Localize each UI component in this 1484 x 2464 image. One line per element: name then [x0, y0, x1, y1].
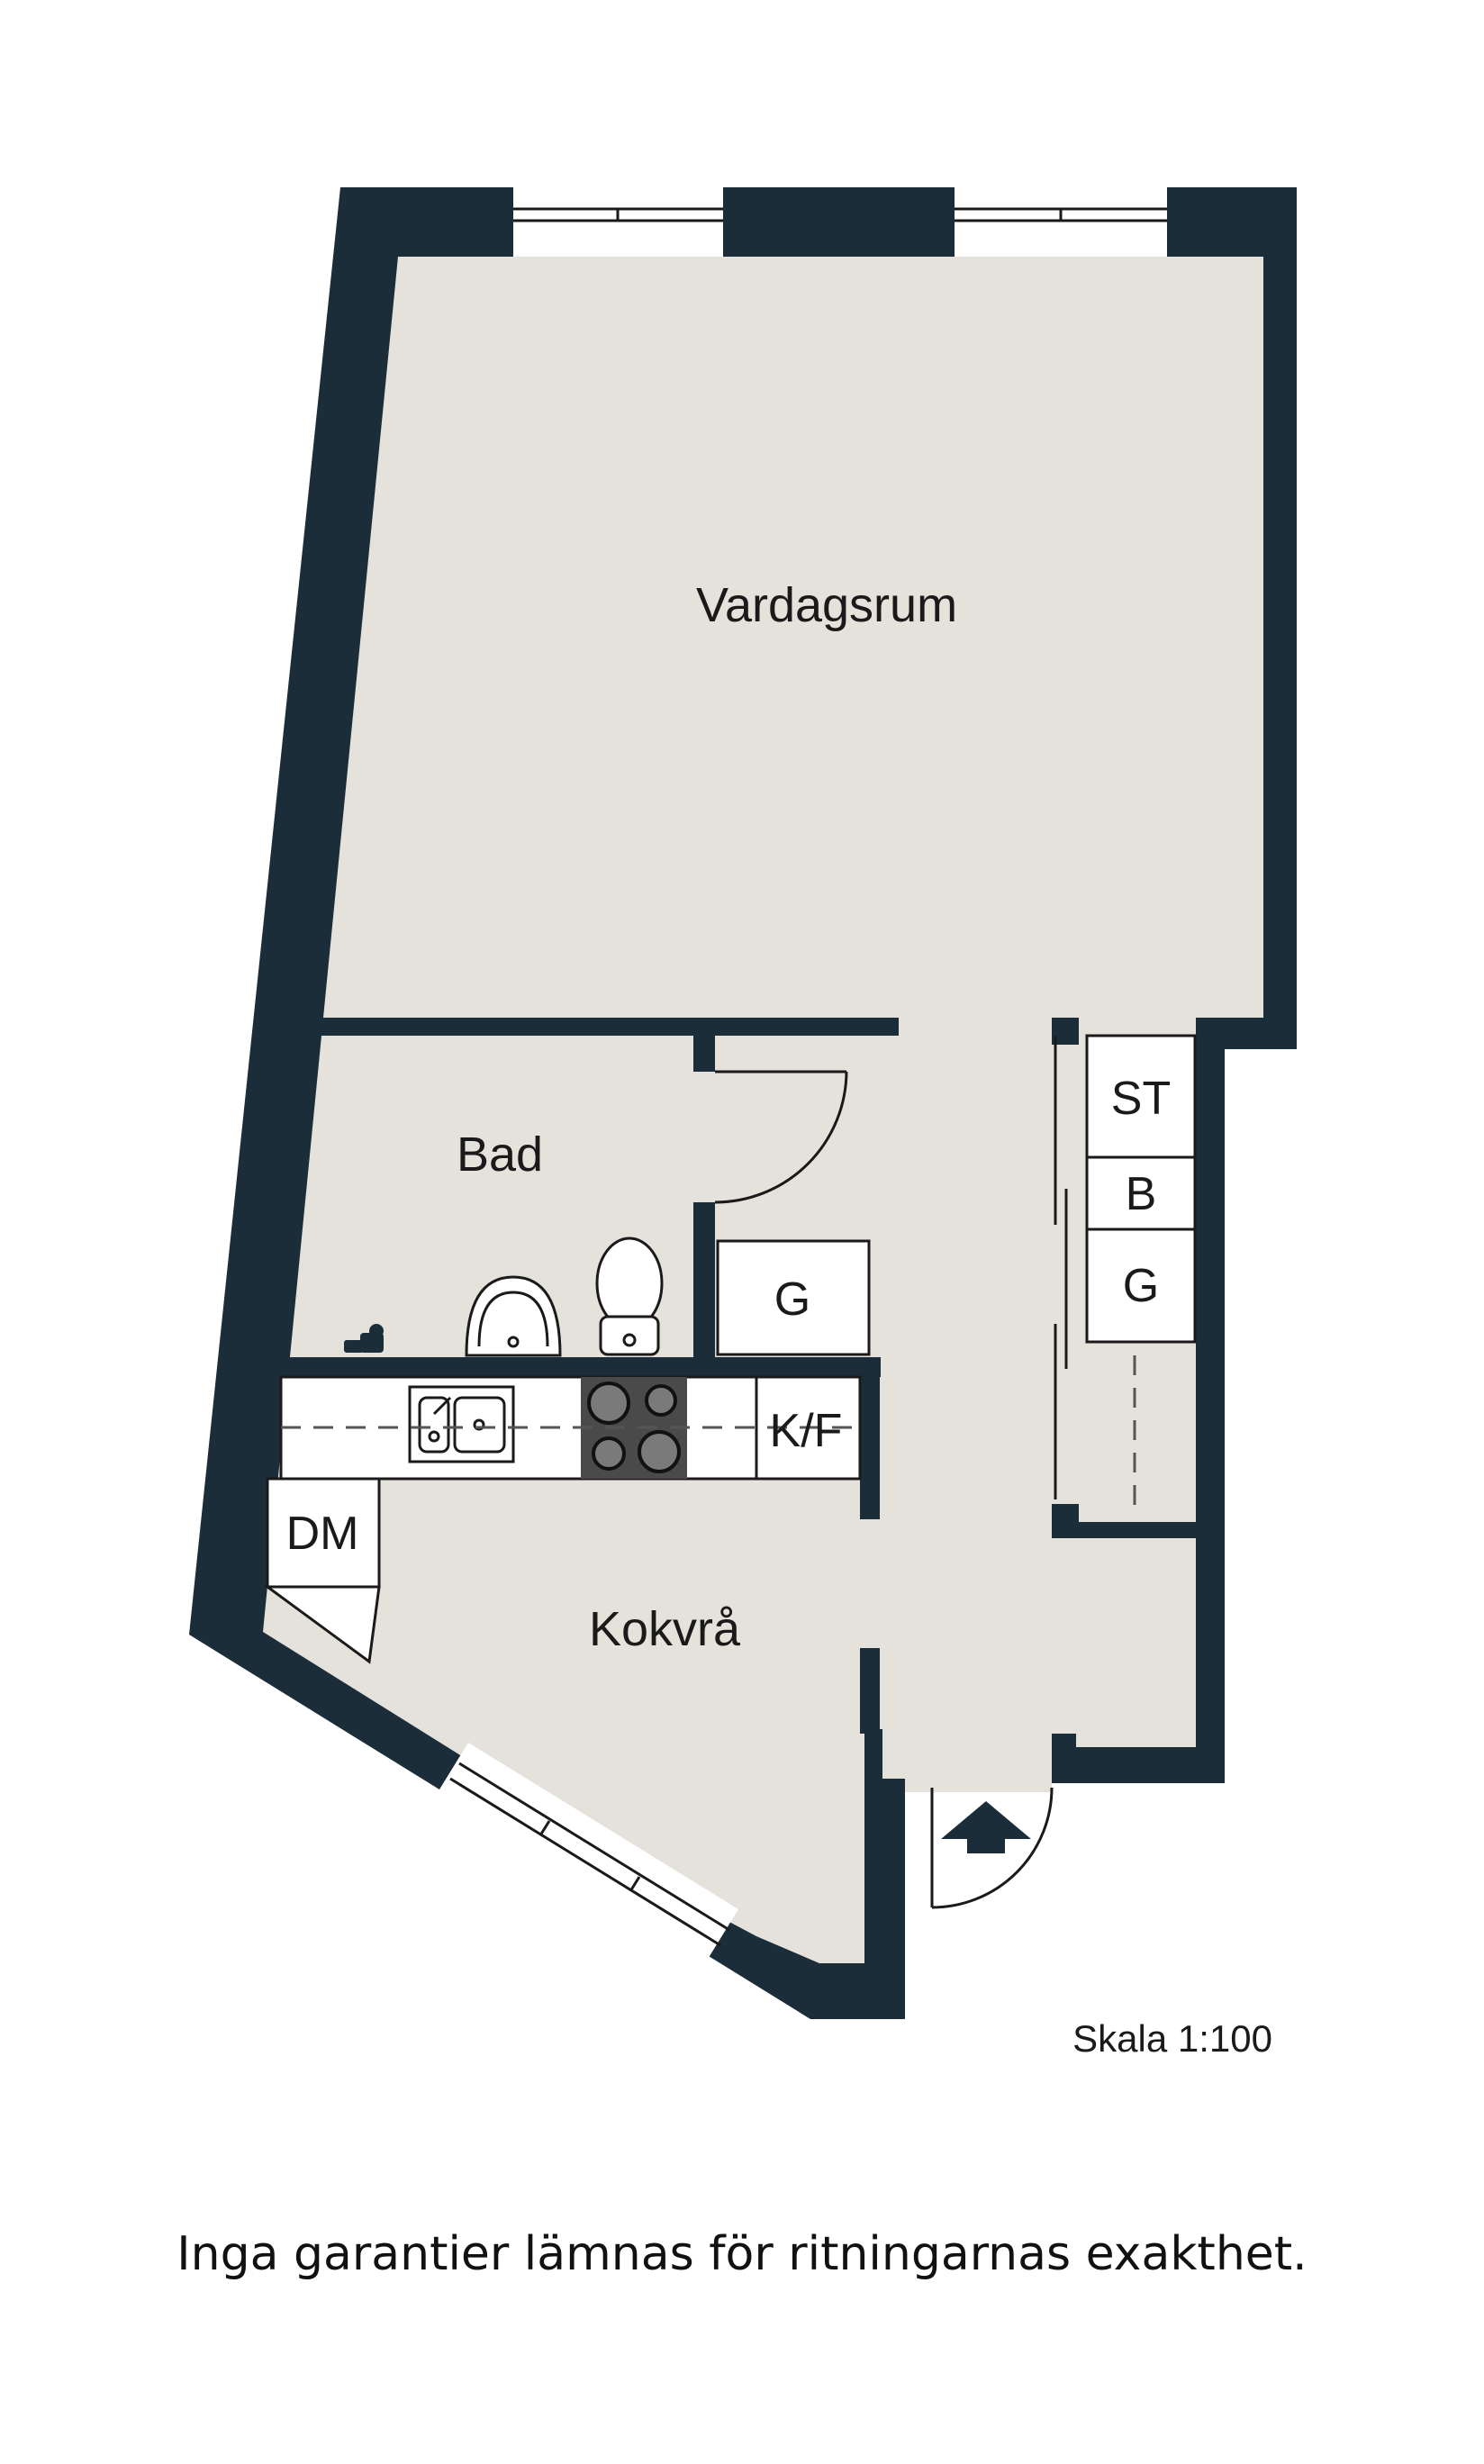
bathroom-door	[714, 1070, 848, 1204]
entrance-door	[930, 1787, 1054, 1909]
dishwasher-unit	[263, 1477, 381, 1664]
stove-icon	[581, 1377, 687, 1479]
unit-label-st: ST	[1111, 1073, 1171, 1125]
floor-area	[263, 257, 1263, 1963]
disclaimer-text: Inga garantier lämnas för ritningarnas e…	[176, 2227, 1307, 2281]
washbasin-icon	[465, 1275, 562, 1357]
entrance-arrow-icon	[941, 1801, 1031, 1853]
window-top-left	[513, 187, 723, 257]
unit-label-kf: K/F	[770, 1405, 843, 1457]
room-label-bath: Bad	[457, 1128, 543, 1182]
unit-label-b: B	[1126, 1168, 1157, 1220]
room-label-kitchen: Kokvrå	[589, 1602, 741, 1656]
window-top-right	[955, 187, 1167, 257]
unit-label-dm: DM	[286, 1508, 359, 1560]
toilet-icon	[595, 1237, 664, 1356]
bath-storage-g	[716, 1239, 871, 1356]
closet-sliding-doors	[1054, 1036, 1068, 1499]
faucet-icon	[344, 1324, 384, 1353]
interior-walls	[279, 1018, 1196, 1734]
closet-column	[1085, 1034, 1197, 1508]
kitchen-counter	[279, 1375, 862, 1481]
unit-label-g-bath: G	[774, 1273, 810, 1326]
window-diagonal	[432, 1743, 738, 1968]
unit-label-g-closet: G	[1123, 1260, 1159, 1312]
sink-icon	[408, 1385, 515, 1463]
room-label-living: Vardagsrum	[696, 578, 957, 632]
scale-label: Skala 1:100	[1072, 2017, 1272, 2060]
